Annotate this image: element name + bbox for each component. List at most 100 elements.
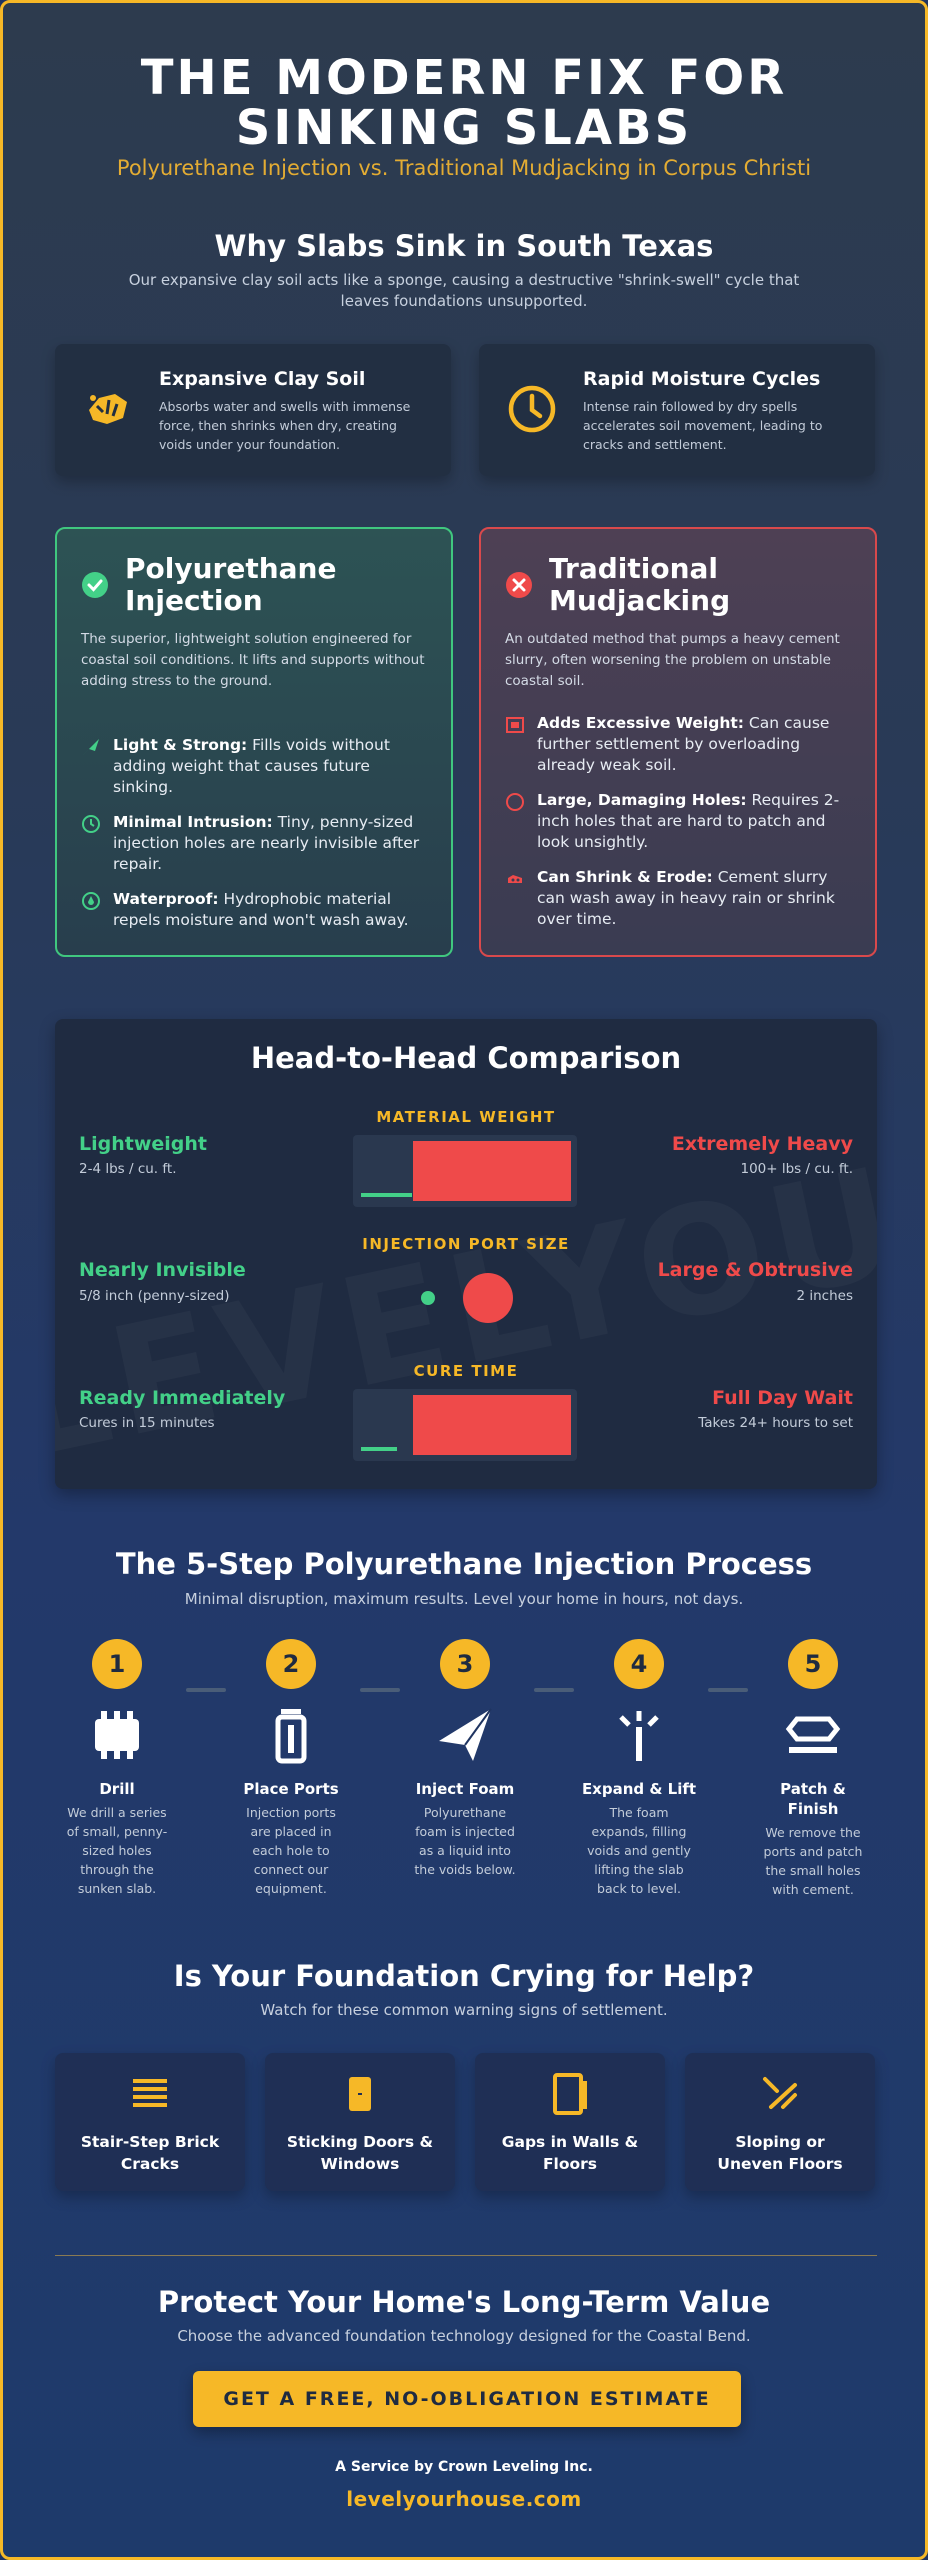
why-subtitle: Our expansive clay soil acts like a spon…	[3, 270, 925, 312]
process-title: The 5-Step Polyurethane Injection Proces…	[115, 1547, 813, 1581]
expand-icon	[619, 1711, 659, 1761]
step-desc: Polyurethane foam is injected as a liqui…	[414, 1805, 516, 1877]
poly-description: The superior, lightweight solution engin…	[81, 631, 425, 689]
cause-text: Intense rain followed by dry spells acce…	[583, 399, 823, 452]
inject-icon	[439, 1708, 492, 1761]
wall-gap-icon	[553, 2073, 587, 2115]
weight-icon	[506, 717, 524, 733]
port-icon	[275, 1709, 307, 1764]
hero-subtitle: Polyurethane Injection vs. Traditional M…	[116, 156, 812, 180]
process-step: 4 Expand & Lift The foam expands, fillin…	[579, 1639, 699, 1898]
feature-bold: Minimal Intrusion:	[113, 813, 273, 831]
step-desc: The foam expands, filling voids and gent…	[587, 1805, 691, 1896]
sign-label: Sloping or Uneven Floors	[717, 2133, 843, 2173]
weight-bar-track	[353, 1135, 577, 1207]
signs-title: Is Your Foundation Crying for Help?	[173, 1959, 755, 1993]
step-desc: We remove the ports and patch the small …	[763, 1825, 863, 1897]
sign-label: Gaps in Walls & Floors	[501, 2133, 639, 2173]
cure-bar-track	[353, 1389, 577, 1461]
door-icon	[349, 2077, 371, 2111]
website-link[interactable]: levelyourhouse.com	[346, 2487, 582, 2511]
process-subtitle: Minimal disruption, maximum results. Lev…	[184, 1590, 744, 1608]
step-connector	[360, 1688, 400, 1692]
why-subtitle-line1: Our expansive clay soil acts like a spon…	[128, 271, 800, 289]
brick-cracks-icon	[133, 2079, 167, 2107]
cure-bar-poly	[361, 1447, 397, 1451]
comparison-title: Head-to-Head Comparison	[250, 1041, 682, 1075]
left-sub: Cures in 15 minutes	[79, 1415, 215, 1431]
step-name: Drill	[99, 1780, 135, 1798]
weight-bar-mud	[413, 1141, 571, 1201]
step-connector	[708, 1688, 748, 1692]
hero-title-line1: THE MODERN FIX FOR	[140, 50, 788, 106]
left-value: Lightweight	[79, 1133, 207, 1155]
droplet-icon	[82, 892, 100, 910]
process-step: 5 Patch & Finish We remove the ports and…	[753, 1639, 873, 1899]
cause-card-moisture: Rapid Moisture Cycles Intense rain follo…	[479, 344, 875, 476]
company-credit: A Service by Crown Leveling Inc.	[335, 2459, 593, 2475]
why-title: Why Slabs Sink in South Texas	[214, 229, 714, 263]
divider	[55, 2255, 877, 2256]
cta-subtitle: Choose the advanced foundation technolog…	[177, 2327, 751, 2345]
clock-icon	[508, 385, 556, 433]
step-number: 2	[266, 1639, 316, 1689]
feature-bold: Large, Damaging Holes:	[537, 791, 747, 809]
hero-title-line2: SINKING SLABS	[235, 100, 693, 156]
process-step: 3 Inject Foam Polyurethane foam is injec…	[405, 1639, 525, 1879]
feather-icon	[83, 739, 99, 755]
cure-bar-mud	[413, 1395, 571, 1455]
comparison-label: CURE TIME	[413, 1362, 519, 1380]
step-name: Place Ports	[243, 1780, 339, 1798]
cause-card-clay: Expansive Clay Soil Absorbs water and sw…	[55, 344, 451, 476]
estimate-button[interactable]: GET A FREE, NO-OBLIGATION ESTIMATE	[193, 2371, 741, 2427]
left-value: Ready Immediately	[79, 1387, 286, 1409]
feature-text: Tiny, penny-sized injection holes are ne…	[113, 813, 420, 873]
comparison-panel: LEVELYOURHOUSE Head-to-Head Comparison M…	[55, 1019, 877, 1489]
right-sub: 100+ lbs / cu. ft.	[740, 1161, 853, 1177]
mud-title-line2: Mudjacking	[549, 584, 731, 617]
step-desc: We drill a series of small, penny-sized …	[66, 1805, 168, 1896]
left-sub: 5/8 inch (penny-sized)	[79, 1288, 230, 1304]
x-circle-icon	[506, 572, 532, 598]
step-name: Inject Foam	[415, 1780, 515, 1798]
signs-subtitle: Watch for these common warning signs of …	[260, 2001, 668, 2019]
step-number: 4	[614, 1639, 664, 1689]
cause-text: Absorbs water and swells with immense fo…	[159, 399, 411, 452]
drill-icon	[95, 1711, 139, 1759]
sign-card: Stair-Step Brick Cracks	[55, 2053, 245, 2191]
feature-bold: Light & Strong:	[113, 736, 248, 754]
sign-card: Sticking Doors & Windows	[265, 2053, 455, 2191]
poly-title-line2: Injection	[125, 584, 263, 617]
sign-card: Gaps in Walls & Floors	[475, 2053, 665, 2191]
right-value: Large & Obtrusive	[657, 1259, 853, 1281]
target-icon	[82, 815, 100, 833]
why-subtitle-line2: leaves foundations unsupported.	[340, 292, 588, 310]
poly-card: Polyurethane Injection The superior, lig…	[55, 527, 453, 957]
left-sub: 2-4 lbs / cu. ft.	[79, 1161, 177, 1177]
feature-bold: Can Shrink & Erode:	[537, 868, 713, 886]
process-step: 2 Place Ports Injection ports are placed…	[231, 1639, 351, 1898]
port-size-poly-dot	[421, 1291, 435, 1305]
mud-title: Traditional Mudjacking	[549, 553, 849, 617]
step-name: Patch & Finish	[780, 1780, 846, 1818]
poly-title-line1: Polyurethane	[125, 552, 337, 585]
sign-label: Sticking Doors & Windows	[286, 2133, 434, 2173]
mud-title-line1: Traditional	[549, 552, 719, 585]
left-value: Nearly Invisible	[79, 1259, 246, 1281]
step-number: 5	[788, 1639, 838, 1689]
clay-soil-icon	[89, 394, 127, 424]
check-circle-icon	[82, 572, 108, 598]
mud-description: An outdated method that pumps a heavy ce…	[505, 631, 840, 689]
feature-text: Requires 2-inch holes that are hard to p…	[537, 791, 840, 851]
slope-icon	[763, 2077, 797, 2109]
step-number: 3	[440, 1639, 490, 1689]
right-value: Full Day Wait	[712, 1387, 853, 1409]
feature-text: Cement slurry can wash away in heavy rai…	[537, 868, 835, 928]
feature-text: Fills voids without adding weight that c…	[113, 736, 390, 796]
circle-hole-icon	[506, 793, 524, 811]
comparison-label: INJECTION PORT SIZE	[362, 1235, 570, 1253]
right-value: Extremely Heavy	[671, 1133, 853, 1155]
process-step: 1 Drill We drill a series of small, penn…	[57, 1639, 177, 1898]
hero-title: THE MODERN FIX FOR SINKING SLABS	[3, 53, 925, 153]
